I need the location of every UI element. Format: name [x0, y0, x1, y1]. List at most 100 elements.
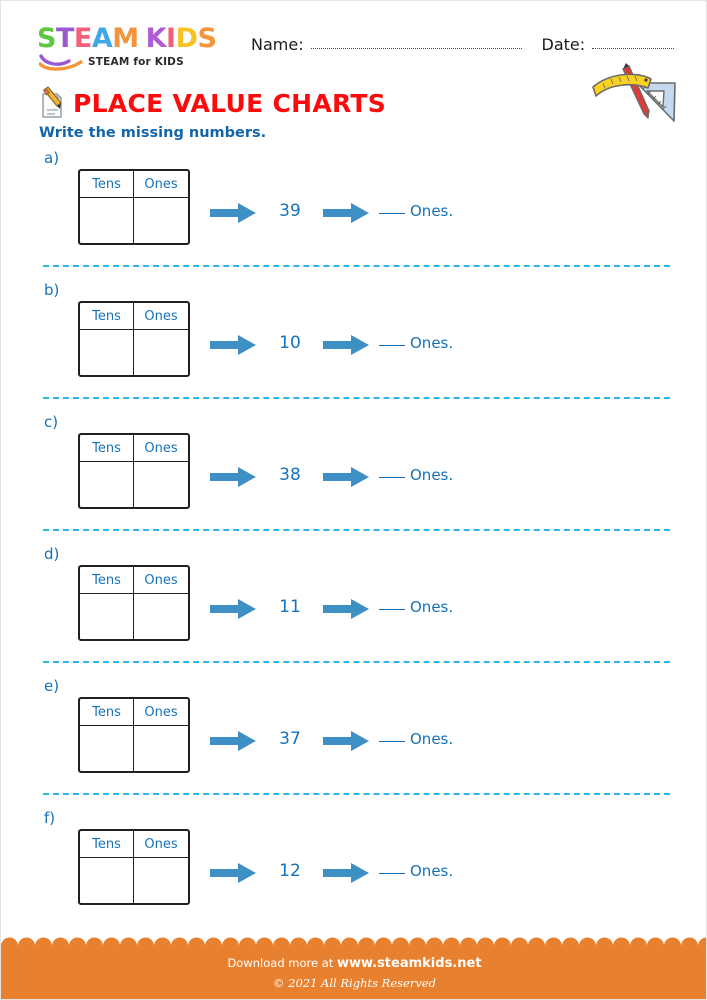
answer-blank[interactable] — [379, 213, 405, 214]
ones-answer-cell[interactable] — [134, 330, 188, 376]
right-arrow-icon — [323, 599, 369, 619]
answer-blank[interactable] — [379, 741, 405, 742]
ones-answer-cell[interactable] — [134, 462, 188, 508]
ones-answer-prompt[interactable]: Ones. — [379, 598, 453, 616]
tens-header: Tens — [80, 831, 134, 857]
ruler-pencil-clipart — [592, 63, 676, 122]
problem-letter: d) — [44, 545, 60, 563]
instruction-text: Write the missing numbers. — [39, 125, 267, 141]
page-title: PLACE VALUE CHARTS — [73, 88, 387, 118]
tens-header: Tens — [80, 303, 134, 329]
right-arrow-icon — [323, 467, 369, 487]
ones-answer-prompt[interactable]: Ones. — [379, 466, 453, 484]
answer-unit-label: Ones. — [410, 598, 454, 616]
right-arrow-icon — [210, 467, 256, 487]
date-label: Date: — [541, 35, 586, 54]
tens-answer-cell[interactable] — [80, 594, 134, 640]
section-divider — [43, 265, 670, 267]
problem-number: 37 — [279, 729, 301, 749]
right-arrow-icon — [323, 863, 369, 883]
answer-blank[interactable] — [379, 609, 405, 610]
tens-answer-cell[interactable] — [80, 858, 134, 904]
section-divider — [43, 397, 670, 399]
arrow-to-answer — [323, 599, 369, 619]
table-answer-row — [80, 594, 188, 640]
arrow-to-number — [210, 203, 256, 223]
right-arrow-icon — [210, 335, 256, 355]
ones-answer-prompt[interactable]: Ones. — [379, 202, 453, 220]
logo-letter: M — [112, 23, 139, 54]
ones-answer-prompt[interactable]: Ones. — [379, 334, 453, 352]
ones-answer-prompt[interactable]: Ones. — [379, 862, 453, 880]
logo-letter: I — [166, 23, 176, 54]
problem-letter: a) — [44, 149, 60, 167]
answer-blank[interactable] — [379, 345, 405, 346]
arrow-to-answer — [323, 731, 369, 751]
problem-number: 10 — [279, 333, 301, 353]
ones-header: Ones — [144, 308, 178, 324]
logo-letter: S — [197, 23, 217, 54]
arrow-to-number — [210, 863, 256, 883]
arrow-to-number — [210, 335, 256, 355]
tens-answer-cell[interactable] — [80, 330, 134, 376]
logo-tagline-row: STEAM for KIDS — [37, 54, 233, 72]
swoosh-icon — [39, 54, 83, 71]
tens-answer-cell[interactable] — [80, 198, 134, 244]
ones-header: Ones — [144, 176, 178, 192]
right-arrow-icon — [210, 203, 256, 223]
table-header-row: Tens Ones — [80, 303, 188, 330]
problem-number: 11 — [279, 597, 301, 617]
footer-site-link[interactable]: www.steamkids.net — [336, 956, 482, 971]
answer-unit-label: Ones. — [410, 862, 454, 880]
scallop-edge — [1, 937, 706, 950]
problem-number: 38 — [279, 465, 301, 485]
tens-answer-cell[interactable] — [80, 726, 134, 772]
arrow-to-answer — [323, 335, 369, 355]
ruler-icon — [592, 73, 652, 97]
ones-header: Ones — [144, 440, 178, 456]
section-divider — [43, 661, 670, 663]
ones-answer-prompt[interactable]: Ones. — [379, 730, 453, 748]
table-answer-row — [80, 726, 188, 772]
date-input-line[interactable] — [592, 47, 674, 49]
set-square-icon — [636, 82, 676, 122]
notepad-pencil-icon — [42, 86, 63, 118]
ones-answer-cell[interactable] — [134, 858, 188, 904]
table-answer-row — [80, 858, 188, 904]
section-divider — [43, 529, 670, 531]
ones-answer-cell[interactable] — [134, 198, 188, 244]
footer-band: Download more at www.steamkids.net © 202… — [1, 948, 706, 999]
answer-unit-label: Ones. — [410, 730, 454, 748]
page-footer: Download more at www.steamkids.net © 202… — [1, 936, 706, 999]
tens-answer-cell[interactable] — [80, 462, 134, 508]
right-arrow-icon — [210, 599, 256, 619]
place-value-table: Tens Ones — [78, 301, 190, 377]
name-label: Name: — [251, 35, 304, 54]
answer-blank[interactable] — [379, 873, 405, 874]
right-arrow-icon — [210, 731, 256, 751]
ones-answer-cell[interactable] — [134, 726, 188, 772]
name-input-line[interactable] — [310, 47, 522, 49]
right-arrow-icon — [210, 863, 256, 883]
logo-letter: E — [73, 23, 92, 54]
problem-letter: f) — [44, 809, 56, 827]
logo-letter: K — [145, 23, 167, 54]
problem-number: 12 — [279, 861, 301, 881]
ones-answer-cell[interactable] — [134, 594, 188, 640]
answer-blank[interactable] — [379, 477, 405, 478]
arrow-to-number — [210, 599, 256, 619]
